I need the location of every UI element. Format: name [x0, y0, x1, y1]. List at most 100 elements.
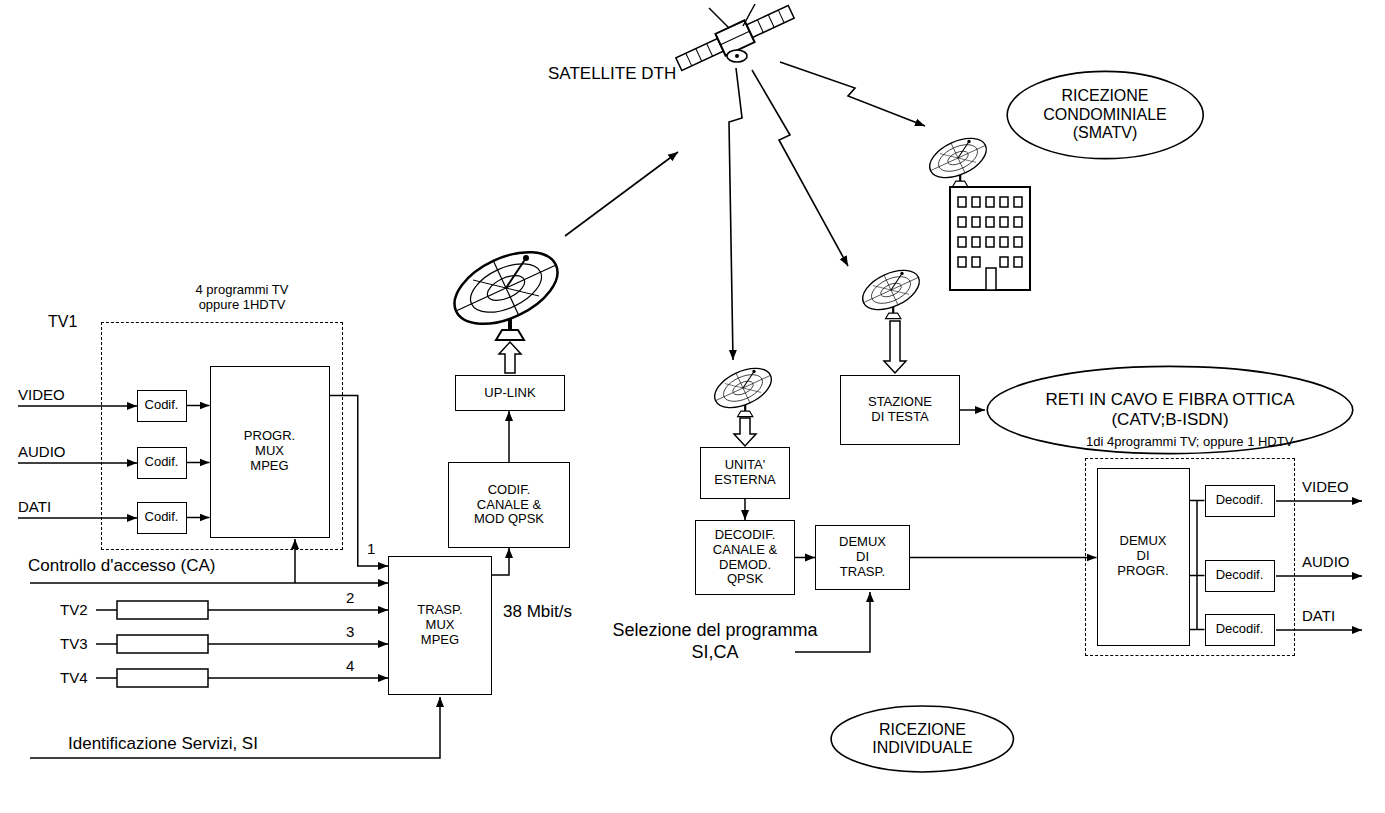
satellite-icon [735, 54, 739, 58]
signal-wire [18, 405, 137, 407]
signal-wire [96, 677, 117, 679]
satellite-icon [720, 31, 749, 45]
hollow-arrow [734, 418, 756, 446]
building-icon [950, 187, 1030, 290]
radio-link [780, 62, 925, 126]
signal-wire [208, 609, 388, 611]
process-box: DECODIF. CANALE & DEMOD. QPSK [695, 520, 795, 595]
connector-arrow [508, 411, 510, 462]
group-heading: 1di 4programmi TV; oppure 1 HDTV [1086, 435, 1293, 450]
encoder-box-blank [117, 601, 208, 619]
connector-arrow [960, 409, 985, 411]
box-label: CODIF. CANALE & MOD QPSK [463, 483, 555, 528]
box-label: Codif. [145, 398, 179, 413]
signal-wire [30, 697, 440, 758]
signal-wire [30, 582, 388, 584]
signal-label: 4 [346, 657, 354, 675]
connector-arrow [492, 548, 509, 575]
building-icon [1014, 217, 1022, 227]
signal-wire [1276, 629, 1362, 631]
building-icon [1000, 237, 1008, 247]
encoder-box: Codif. [137, 390, 187, 422]
building-icon [1014, 257, 1022, 267]
encoder-box: Codif. [137, 447, 187, 479]
condominium-dish [924, 130, 993, 186]
signal-label: Selezione del programma SI,CA [600, 620, 830, 663]
box-label: Codif. [145, 455, 179, 470]
building-icon [972, 237, 980, 247]
process-box: UNITA' ESTERNA [700, 447, 790, 499]
decoder-box: Decodif. [1205, 614, 1275, 646]
box-label: DEMUX DI TRASP. [835, 535, 890, 580]
encoder-box-blank [117, 601, 208, 687]
box-label: STAZIONE DI TESTA [860, 395, 940, 425]
building-icon [1000, 197, 1008, 207]
signal-wire [96, 643, 117, 645]
signal-wire [18, 462, 137, 464]
signal-wire [208, 643, 388, 645]
signal-label: TV1 [48, 312, 77, 331]
process-box: UP-LINK [455, 375, 565, 411]
reception-oval: RICEZIONE INDIVIDUALE [830, 705, 1015, 773]
box-label: RICEZIONE CONDOMINIALE (SMATV) [1035, 87, 1175, 142]
box-label: PROGR. MUX MPEG [240, 429, 300, 474]
signal-wire [1196, 501, 1198, 630]
connector-arrow [910, 557, 1097, 559]
building-icon [986, 237, 994, 247]
process-box: DEMUX DI PROGR. [1097, 468, 1190, 646]
process-box: TRASP. MUX MPEG [388, 556, 492, 695]
box-label: DEMUX DI PROGR. [1116, 534, 1171, 579]
radio-link [752, 70, 848, 266]
building-icon [950, 187, 1030, 290]
radio-link [565, 62, 925, 360]
signal-wire [18, 517, 137, 519]
signal-wire [294, 539, 296, 583]
box-label: RETI IN CAVO E FIBRA OTTICA (CATV;B-ISDN… [1045, 390, 1295, 429]
building-icon [986, 217, 994, 227]
decoder-box: Decodif. [1205, 485, 1275, 517]
signal-label: 38 Mbit/s [503, 602, 572, 622]
signal-wire [1276, 500, 1362, 502]
dashed-group: 1di 4programmi TV; oppure 1 HDTVDEMUX DI… [1085, 458, 1295, 656]
building-icon [972, 257, 980, 267]
encoder-box: Codif. [137, 502, 187, 534]
building-icon [972, 217, 980, 227]
process-box: PROGR. MUX MPEG [210, 366, 330, 538]
satellite-icon [686, 53, 692, 66]
connector-arrow [187, 462, 210, 464]
signal-label: VIDEO [1302, 478, 1349, 496]
satellite-icon [778, 10, 784, 23]
satellite-icon [674, 1, 797, 75]
signal-label: TV4 [60, 669, 88, 687]
oval-outline [1007, 71, 1203, 158]
connector-arrow [330, 396, 389, 567]
signal-label: DATI [18, 498, 51, 516]
box-label: DECODIF. CANALE & DEMOD. QPSK [710, 528, 780, 588]
signal-label: 1 [367, 540, 375, 558]
connector-arrow [744, 499, 746, 520]
signal-label: Controllo d'accesso (CA) [28, 556, 215, 576]
signal-label: TV3 [60, 635, 88, 653]
box-label: Decodif. [1216, 493, 1264, 508]
decoder-box: Decodif. [1205, 560, 1275, 592]
encoder-box-blank [117, 635, 208, 653]
radio-link [729, 68, 742, 360]
connector-arrow [1190, 629, 1205, 631]
individual-dish [709, 360, 778, 416]
box-label: Decodif. [1216, 568, 1264, 583]
box-label: Decodif. [1216, 622, 1264, 637]
process-box: STAZIONE DI TESTA [840, 375, 960, 445]
building-icon [972, 197, 980, 207]
dashed-group: 4 programmi TV oppure 1HDTVCodif.Codif.C… [101, 322, 343, 550]
signal-label: AUDIO [1302, 553, 1350, 571]
building-icon [958, 217, 966, 227]
signal-label: 2 [346, 589, 354, 607]
satellite-icon [743, 4, 755, 26]
box-label: TRASP. MUX MPEG [410, 603, 470, 648]
connector-arrow [187, 517, 210, 519]
building-icon [1014, 237, 1022, 247]
signal-label: DATI [1302, 607, 1335, 625]
signal-label: VIDEO [18, 386, 65, 404]
signal-label: TV2 [60, 601, 88, 619]
signal-wire [208, 677, 388, 679]
